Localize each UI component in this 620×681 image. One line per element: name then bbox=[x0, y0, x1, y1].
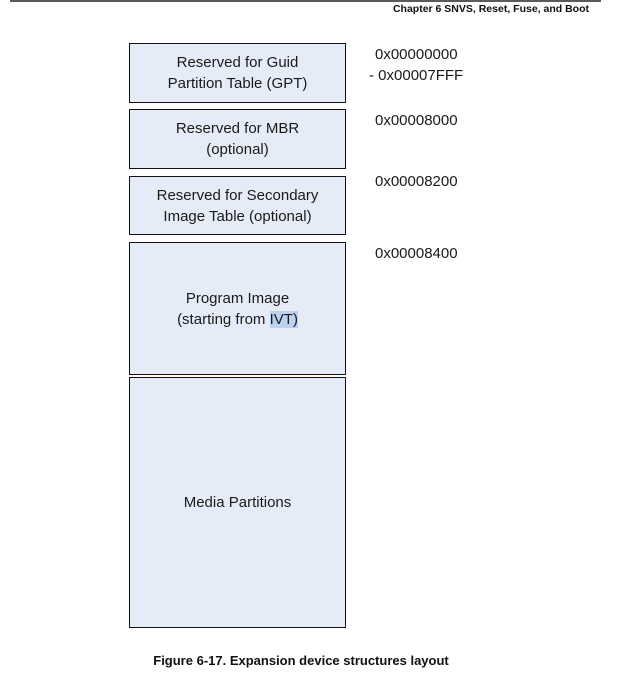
figure-caption: Figure 6-17. Expansion device structures… bbox=[153, 653, 449, 668]
selected-text-highlight[interactable]: IVT) bbox=[269, 310, 298, 328]
block-gpt-line-2: Partition Table (GPT) bbox=[167, 75, 308, 92]
block-mbr-line-1: Reserved for MBR bbox=[175, 120, 300, 137]
block-program-line-2: (starting from IVT) bbox=[177, 309, 298, 330]
header-rule bbox=[10, 0, 601, 2]
block-secondary-image-table: Reserved for Secondary Image Table (opti… bbox=[129, 176, 346, 235]
block-gpt: Reserved for Guid Partition Table (GPT) bbox=[129, 43, 346, 103]
running-head: Chapter 6 SNVS, Reset, Fuse, and Boot bbox=[392, 3, 589, 15]
block-media-partitions: Media Partitions bbox=[129, 377, 346, 628]
address-gpt-end: - 0x00007FFF bbox=[369, 67, 464, 84]
block-program-image: Program Image (starting from IVT) bbox=[129, 242, 346, 375]
address-mbr-start: 0x00008000 bbox=[375, 112, 458, 129]
address-gpt: 0x00000000 - 0x00007FFF bbox=[369, 44, 463, 86]
program-line-2-ivt: IVT bbox=[269, 310, 293, 328]
address-mbr: 0x00008000 bbox=[369, 110, 458, 131]
program-line-2-prefix: (starting from bbox=[177, 310, 270, 328]
address-secondary-start: 0x00008200 bbox=[375, 173, 458, 190]
block-media-line-1: Media Partitions bbox=[183, 494, 292, 511]
program-line-2-suffix: ) bbox=[292, 310, 298, 328]
address-program-start: 0x00008400 bbox=[375, 245, 458, 262]
block-mbr-line-2: (optional) bbox=[206, 141, 269, 158]
address-gpt-start: 0x00000000 bbox=[375, 46, 458, 63]
block-secondary-line-2: Image Table (optional) bbox=[163, 207, 312, 225]
block-program-line-1: Program Image bbox=[185, 289, 290, 307]
address-program-image: 0x00008400 bbox=[369, 243, 458, 264]
block-gpt-line-1: Reserved for Guid bbox=[176, 54, 299, 71]
block-secondary-line-1: Reserved for Secondary bbox=[156, 186, 319, 204]
address-secondary: 0x00008200 bbox=[369, 171, 458, 192]
block-mbr: Reserved for MBR (optional) bbox=[129, 109, 346, 169]
